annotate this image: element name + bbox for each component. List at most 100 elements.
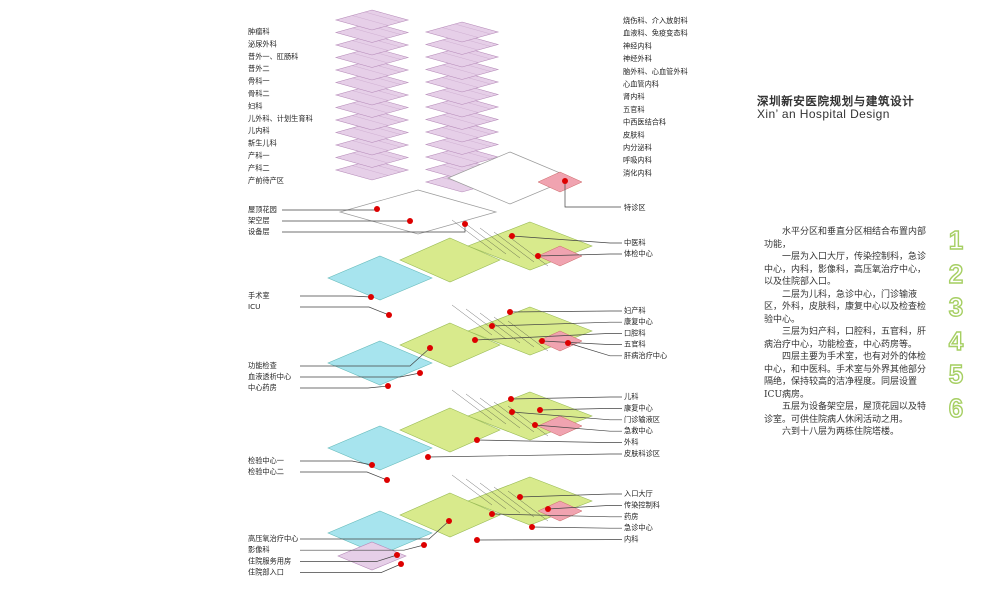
slab-grid-line — [442, 152, 479, 163]
tower-floor-slab — [334, 122, 410, 143]
project-title-en: Xin’ an Hospital Design — [757, 107, 890, 121]
leader-line — [531, 526, 622, 529]
left-function-label: 影像科 — [248, 545, 270, 554]
project-title-cn: 深圳新安医院规划与建筑设计 — [757, 94, 915, 108]
slab-grid-line — [454, 23, 491, 35]
slab-grid-line — [442, 77, 479, 88]
leader-line — [567, 342, 622, 357]
roof-label: 设备层 — [248, 227, 270, 236]
marker-dot — [427, 345, 433, 351]
tower-right-label: 皮肤科 — [623, 130, 645, 139]
leader-line — [564, 181, 621, 208]
wall-line — [479, 397, 521, 429]
special-clinic-zone — [537, 171, 583, 193]
floor-plates — [327, 151, 593, 571]
slab-grid-line — [352, 40, 389, 51]
leader-lines — [282, 181, 622, 573]
leader-line — [300, 520, 450, 540]
tower-floor-slab — [334, 9, 410, 31]
tower-floor-slab — [424, 46, 500, 68]
special-clinic-label: 特诊区 — [624, 203, 646, 212]
leader-line — [300, 563, 402, 573]
tower-floor-slab — [424, 84, 500, 105]
roof-label: 屋顶花园 — [248, 205, 277, 214]
tower-floor-slab — [334, 72, 410, 93]
wall-line — [465, 393, 507, 425]
marker-dot — [384, 477, 390, 483]
slab-grid-line — [442, 114, 479, 126]
tower-right-label: 脑外科、心血管外科 — [623, 67, 688, 76]
right-function-label: 门诊输液区 — [624, 415, 660, 424]
leader-line — [511, 235, 622, 244]
wall-line — [451, 219, 493, 251]
marker-dot — [421, 542, 427, 548]
marker-dot — [535, 253, 541, 259]
tower-floor-slab — [334, 109, 410, 131]
right-function-label: 急诊中心 — [624, 523, 653, 532]
slab-grid-line — [352, 90, 389, 101]
step-number: 6 — [948, 392, 964, 423]
marker-dot — [407, 218, 413, 224]
tower-left-label: 妇科 — [248, 101, 262, 110]
wall-line — [507, 490, 549, 522]
step-number: 4 — [948, 325, 964, 356]
wall-line — [493, 231, 535, 263]
leader-line — [491, 321, 622, 327]
tower-left-label: 普外一、肛肠科 — [248, 52, 298, 61]
right-function-label: 药房 — [624, 512, 638, 521]
tower-left-label: 肿瘤科 — [248, 27, 270, 36]
left-function-label: 高压氧治疗中心 — [248, 534, 298, 543]
tower-floor-slab — [424, 34, 500, 55]
slab-grid-line — [442, 52, 479, 63]
wall-line — [465, 308, 507, 340]
slab-grid-line — [442, 102, 479, 113]
wall-line — [493, 316, 535, 348]
marker-dots — [368, 178, 571, 567]
right-function-label: 儿科 — [624, 392, 638, 401]
equipment-floor-plate — [447, 151, 573, 205]
slab-grid-line — [442, 127, 479, 138]
tower-floor-slab — [334, 134, 410, 156]
leader-line — [519, 493, 622, 498]
step-number: 3 — [948, 292, 964, 322]
left-function-label: 手术室 — [248, 291, 270, 300]
marker-dot — [386, 312, 392, 318]
right-function-label: 内科 — [624, 535, 638, 544]
marker-dot — [425, 454, 431, 460]
leader-line — [300, 471, 388, 481]
wall-line — [479, 482, 521, 514]
leader-line — [300, 554, 398, 562]
tower-left-label: 新生儿科 — [248, 139, 277, 148]
left-wing-plate — [327, 425, 433, 471]
tower-floor-slab — [334, 22, 410, 43]
tower-right-label: 血液科、免疫变态科 — [623, 29, 688, 38]
marker-dot — [474, 537, 480, 543]
slab-grid-line — [352, 65, 389, 76]
marker-dot — [508, 396, 514, 402]
slab-grid-line — [352, 127, 389, 139]
marker-dot — [369, 462, 375, 468]
roof-label: 架空层 — [248, 216, 270, 225]
slab-grid-line — [352, 52, 389, 64]
slab-grid-line — [352, 27, 389, 39]
tower-floor-slab — [424, 146, 500, 168]
marker-dot — [517, 494, 523, 500]
wall-line — [507, 320, 549, 352]
marker-dot — [565, 340, 571, 346]
tower-left-label: 泌尿外科 — [248, 39, 277, 48]
description-paragraph: 四层主要为手术室，也有对外的体检中心，和中医科。手术室与外界其他部分隔绝，保持较… — [764, 352, 927, 400]
tower-right-label: 内分泌科 — [623, 143, 652, 152]
tower-left-label: 骨科一 — [248, 77, 270, 86]
tower-floor-slab — [334, 59, 410, 81]
tower-left-label: 产科二 — [248, 163, 270, 172]
tower-floor-slab — [424, 96, 500, 118]
marker-dot — [489, 511, 495, 517]
roof-garden-plate — [338, 189, 498, 235]
marker-dot — [394, 552, 400, 558]
wall-line — [493, 401, 535, 433]
slab-grid-line — [352, 165, 389, 176]
marker-dot — [509, 409, 515, 415]
tower-right-label: 肾内科 — [623, 92, 645, 101]
marker-dot — [509, 233, 515, 239]
description-paragraph: 五层为设备架空层，屋顶花园以及特诊室。可供住院病人休闲活动之用。 — [764, 402, 927, 425]
